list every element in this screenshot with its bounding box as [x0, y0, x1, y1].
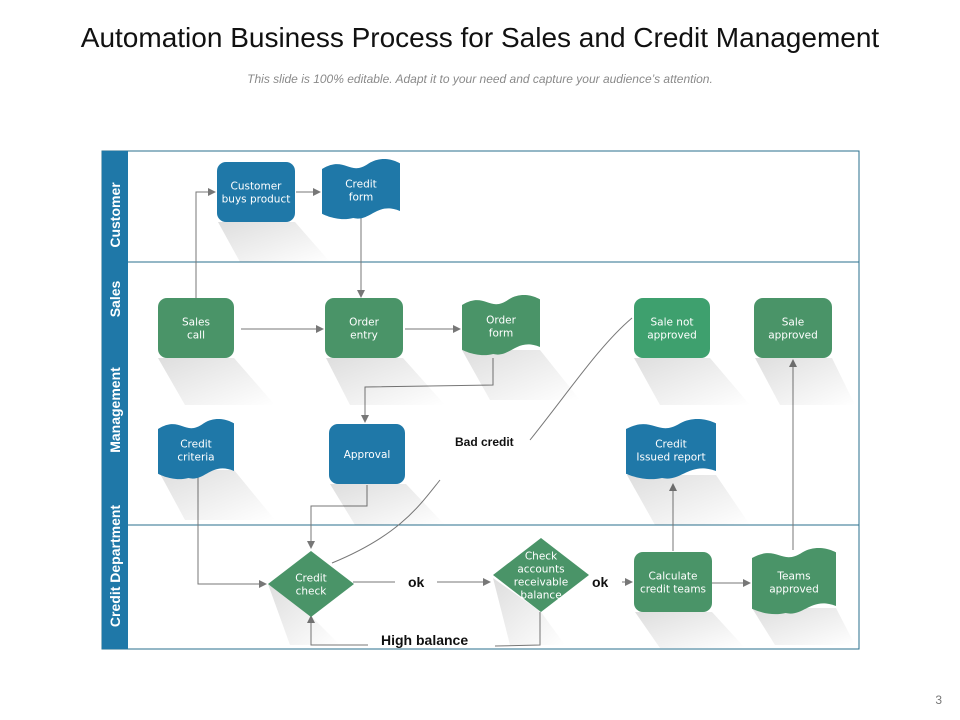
node-label: accounts	[517, 564, 564, 576]
rounded-rect-shape	[634, 552, 712, 612]
node-label: Customer	[230, 181, 282, 193]
edge-label-ok-2: ok	[592, 574, 609, 590]
node-label: Sale not	[650, 317, 693, 329]
node-label: Credit	[345, 179, 377, 191]
page-number: 3	[935, 693, 942, 707]
document-shape	[158, 419, 234, 480]
node-label: approved	[768, 330, 818, 342]
rounded-rect-shape	[217, 162, 295, 222]
node-label: criteria	[177, 452, 214, 464]
document-shape	[322, 159, 400, 220]
connector-sales-call-to-customer-buys	[195, 188, 216, 298]
lane-label-credit-department: Credit Department	[107, 505, 123, 627]
slide-title: Automation Business Process for Sales an…	[80, 22, 880, 53]
edge-label-bad-credit: Bad credit	[455, 435, 514, 449]
node-label: Calculate	[648, 571, 697, 583]
node-label: Check	[525, 551, 558, 563]
node-label: balance	[520, 590, 561, 602]
node-label: Order	[349, 317, 380, 329]
node-label: Credit	[655, 439, 687, 451]
rounded-rect-shape	[329, 424, 405, 484]
edge-label-ok-1: ok	[408, 574, 425, 590]
rounded-rect-shape	[634, 298, 710, 358]
lane-frame	[101, 150, 860, 650]
node-label: Credit	[295, 573, 327, 585]
node-label: credit teams	[640, 584, 706, 596]
node-label: form	[349, 192, 373, 204]
document-shape	[752, 548, 836, 615]
node-label: approved	[647, 330, 697, 342]
node-label: Issued report	[636, 452, 705, 464]
node-label: buys product	[222, 194, 291, 206]
node-label: check	[296, 586, 328, 598]
lane-label-customer: Customer	[107, 182, 123, 248]
diamond-shape	[268, 551, 354, 617]
node-label: Order	[486, 315, 517, 327]
slide-subtitle: This slide is 100% editable. Adapt it to…	[247, 72, 713, 86]
node-label: Teams	[776, 571, 810, 583]
lane-label-sales: Sales	[107, 280, 123, 317]
node-shadows	[158, 222, 855, 648]
node-label: Sales	[182, 317, 210, 329]
document-shape	[626, 419, 716, 480]
edge-label-high-balance: High balance	[381, 632, 468, 648]
rounded-rect-shape	[158, 298, 234, 358]
lane-header-bar	[102, 151, 128, 649]
diamond-shape	[493, 538, 589, 612]
rounded-rect-shape	[754, 298, 832, 358]
node-label: call	[187, 330, 205, 342]
node-label: receivable	[514, 577, 568, 589]
rounded-rect-shape	[325, 298, 403, 358]
node-label: entry	[350, 330, 378, 342]
lane-label-management: Management	[107, 367, 123, 453]
node-approval[interactable]: Approval	[329, 424, 405, 484]
node-label: Credit	[180, 439, 212, 451]
node-label: Approval	[344, 449, 391, 461]
node-label: form	[489, 328, 513, 340]
node-label: Sale	[782, 317, 804, 329]
document-shape	[462, 295, 540, 356]
node-label: approved	[769, 584, 819, 596]
